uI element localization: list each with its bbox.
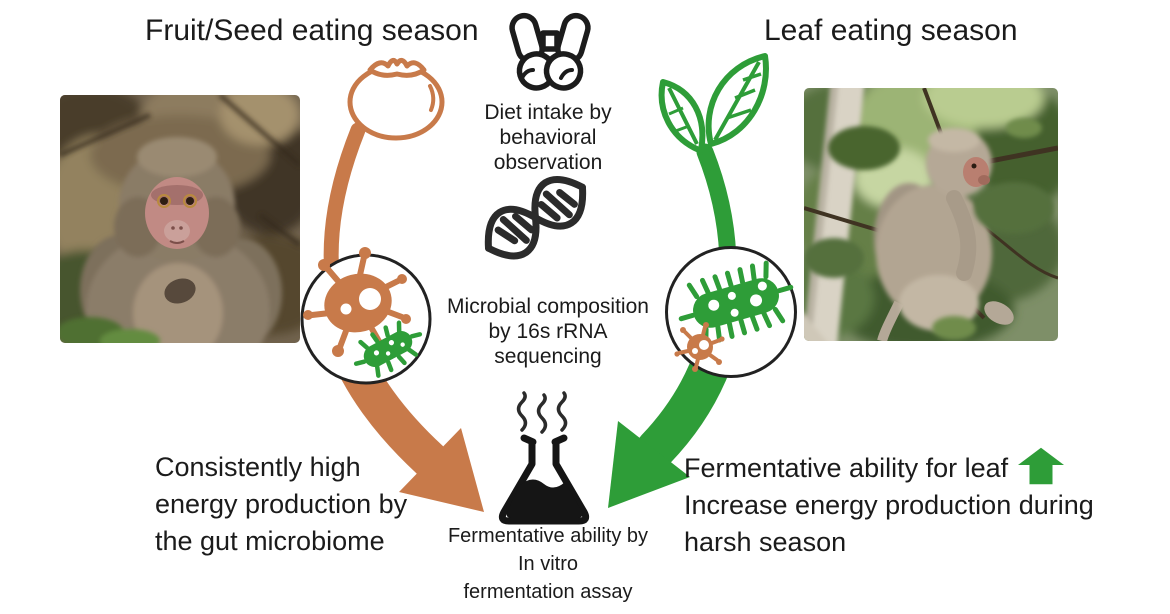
result-right-line3: harsh season	[684, 527, 847, 557]
japanese-macaque-portrait-photo	[60, 95, 300, 343]
result-left-line: energy production by	[155, 489, 408, 519]
flask-icon	[498, 391, 590, 525]
diet-caption-line: behavioral	[499, 126, 597, 149]
fermentation-caption-line: Fermentative ability by	[447, 525, 649, 547]
season-title-left: Fruit/Seed eating season	[145, 14, 479, 47]
orange-virus-icon	[303, 247, 411, 357]
microbial-caption-line: sequencing	[494, 345, 602, 368]
green-dominant-microbes-circle	[665, 246, 797, 378]
microbial-caption-line: Microbial composition	[447, 295, 649, 318]
fermentation-caption-line: In vitro	[517, 553, 579, 575]
result-right-line1: Fermentative ability for leaf	[684, 447, 1094, 487]
microbial-method-caption: Microbial composition by 16s rRNA sequen…	[438, 294, 658, 369]
japanese-macaque-foraging-in-tree-photo	[804, 88, 1058, 341]
leaf-sprig-icon	[658, 53, 769, 172]
result-right-line2: Increase energy production during	[684, 490, 1094, 520]
diet-method-caption: Diet intake by behavioral observation	[438, 100, 658, 175]
microbial-caption-line: by 16s rRNA	[488, 320, 608, 343]
steam-icon	[516, 391, 568, 434]
diet-caption-line: observation	[493, 151, 603, 174]
up-arrow-icon	[1018, 447, 1065, 485]
dna-icon	[484, 176, 587, 260]
fruit-season-result-text: Consistently high energy production by t…	[155, 449, 407, 560]
leaf-season-result-text: Fermentative ability for leaf Increase e…	[684, 447, 1094, 561]
fermentation-method-caption: Fermentative ability by In vitro ferment…	[418, 522, 678, 606]
orange-dominant-microbes-circle	[300, 247, 432, 385]
season-title-right: Leaf eating season	[764, 14, 1018, 47]
fermentation-caption-line: fermentation assay	[463, 581, 633, 603]
green-bacterium-icon	[353, 320, 423, 378]
macaque-face	[145, 177, 209, 249]
diet-caption-line: Diet intake by	[484, 101, 612, 124]
persimmon-fruit-icon	[347, 58, 445, 141]
binoculars-icon	[509, 12, 591, 91]
result-right-line1-text: Fermentative ability for leaf	[684, 453, 1009, 483]
orange-virus-icon	[674, 322, 725, 372]
result-left-line: Consistently high	[155, 452, 361, 482]
result-left-line: the gut microbiome	[155, 526, 385, 556]
